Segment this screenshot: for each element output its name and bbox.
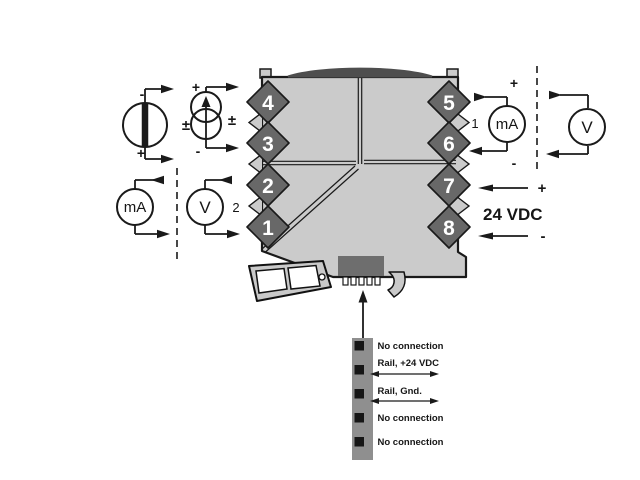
pin-4-label: No connection bbox=[378, 413, 444, 424]
terminal-6-number: 6 bbox=[443, 133, 455, 156]
input-v-meter: V 2 bbox=[186, 175, 240, 239]
input-v-label: V bbox=[199, 198, 211, 217]
arrow-from-terminal-2 bbox=[151, 175, 164, 185]
terminal-3 bbox=[246, 121, 290, 165]
arrow-to-terminal-1b bbox=[227, 229, 240, 239]
pin-3-label: Rail, Gnd. bbox=[378, 386, 422, 397]
terminal-8-number: 8 bbox=[443, 217, 455, 240]
current-source-plus: + bbox=[192, 79, 200, 95]
output-ma-label: mA bbox=[496, 116, 519, 133]
arrow-to-terminal-4 bbox=[161, 84, 174, 94]
terminal-2-number: 2 bbox=[262, 175, 274, 198]
terminal-blocks bbox=[246, 80, 471, 249]
supply-24vdc: + 24 VDC - bbox=[478, 180, 547, 245]
voltage-source-plus: + bbox=[137, 145, 145, 161]
current-source-minus: - bbox=[196, 143, 201, 159]
arrow-from-terminal-2b bbox=[219, 175, 232, 185]
arrow-to-terminal-4b bbox=[226, 82, 239, 92]
output-v-meter: V bbox=[546, 90, 606, 159]
pin-1-label: No connection bbox=[378, 341, 444, 352]
arrow-to-bus-connector bbox=[358, 290, 368, 303]
bus-connector-block bbox=[338, 256, 384, 276]
terminal-8 bbox=[427, 205, 471, 249]
input-ma-label: mA bbox=[124, 199, 147, 216]
bus-pinout: No connection Rail, +24 VDC Rail, Gnd. N… bbox=[352, 290, 444, 460]
supply-label: 24 VDC bbox=[483, 205, 543, 224]
v-meter-icon bbox=[568, 108, 606, 146]
arrow-to-terminal-7 bbox=[478, 184, 493, 192]
module-edge-teeth bbox=[247, 111, 471, 217]
terminal-6 bbox=[427, 121, 471, 165]
arrow-to-terminal-3b bbox=[226, 143, 239, 153]
current-source-range: ± bbox=[228, 112, 236, 129]
terminal-4 bbox=[246, 80, 290, 124]
output-ma-meter: mA 1 + - bbox=[469, 75, 526, 171]
voltage-source-minus: - bbox=[140, 86, 145, 102]
input-channel-label: 2 bbox=[232, 200, 239, 215]
pin-2-label: Rail, +24 VDC bbox=[378, 358, 440, 369]
terminal-4-number: 4 bbox=[262, 92, 274, 115]
terminal-7-number: 7 bbox=[443, 175, 455, 198]
terminal-1 bbox=[246, 205, 290, 249]
arrow-to-terminal-3 bbox=[161, 154, 174, 164]
terminal-1-number: 1 bbox=[262, 217, 274, 240]
supply-plus: + bbox=[538, 180, 547, 197]
release-latch bbox=[387, 271, 406, 298]
pin-2-range-arrow bbox=[370, 371, 439, 377]
voltage-source-symbol: - + ± bbox=[122, 84, 190, 164]
supply-minus: - bbox=[541, 228, 546, 245]
output-v-label: V bbox=[581, 118, 593, 137]
pin-squares bbox=[354, 341, 364, 447]
module-top-cap bbox=[287, 67, 433, 78]
pin-5-label: No connection bbox=[378, 437, 444, 448]
output-minus: - bbox=[512, 155, 517, 171]
terminal-5-number: 5 bbox=[443, 92, 455, 115]
output-channel-label: 1 bbox=[471, 116, 478, 131]
terminal-7 bbox=[427, 163, 471, 207]
bus-connector-pins bbox=[342, 276, 381, 286]
terminal-5 bbox=[427, 80, 471, 124]
current-direction-arrow bbox=[201, 96, 211, 107]
output-plus: + bbox=[510, 75, 518, 91]
din-rail-clip bbox=[248, 260, 332, 302]
arrow-from-terminal-5 bbox=[474, 92, 487, 102]
voltage-source-range: ± bbox=[182, 117, 190, 134]
current-source-symbol: + - ± bbox=[190, 79, 239, 159]
terminal-3-number: 3 bbox=[262, 133, 274, 156]
arrow-from-terminal-5b bbox=[549, 90, 562, 100]
input-ma-meter: mA bbox=[116, 175, 170, 239]
isolator-module: 4 3 2 1 5 6 7 8 bbox=[246, 67, 471, 302]
arrow-to-terminal-1 bbox=[157, 229, 170, 239]
arrow-to-terminal-6 bbox=[469, 146, 482, 156]
arrow-to-terminal-8 bbox=[478, 232, 493, 240]
arrow-to-terminal-6b bbox=[546, 149, 559, 159]
pin-3-range-arrow bbox=[370, 398, 439, 404]
terminal-2 bbox=[246, 163, 290, 207]
